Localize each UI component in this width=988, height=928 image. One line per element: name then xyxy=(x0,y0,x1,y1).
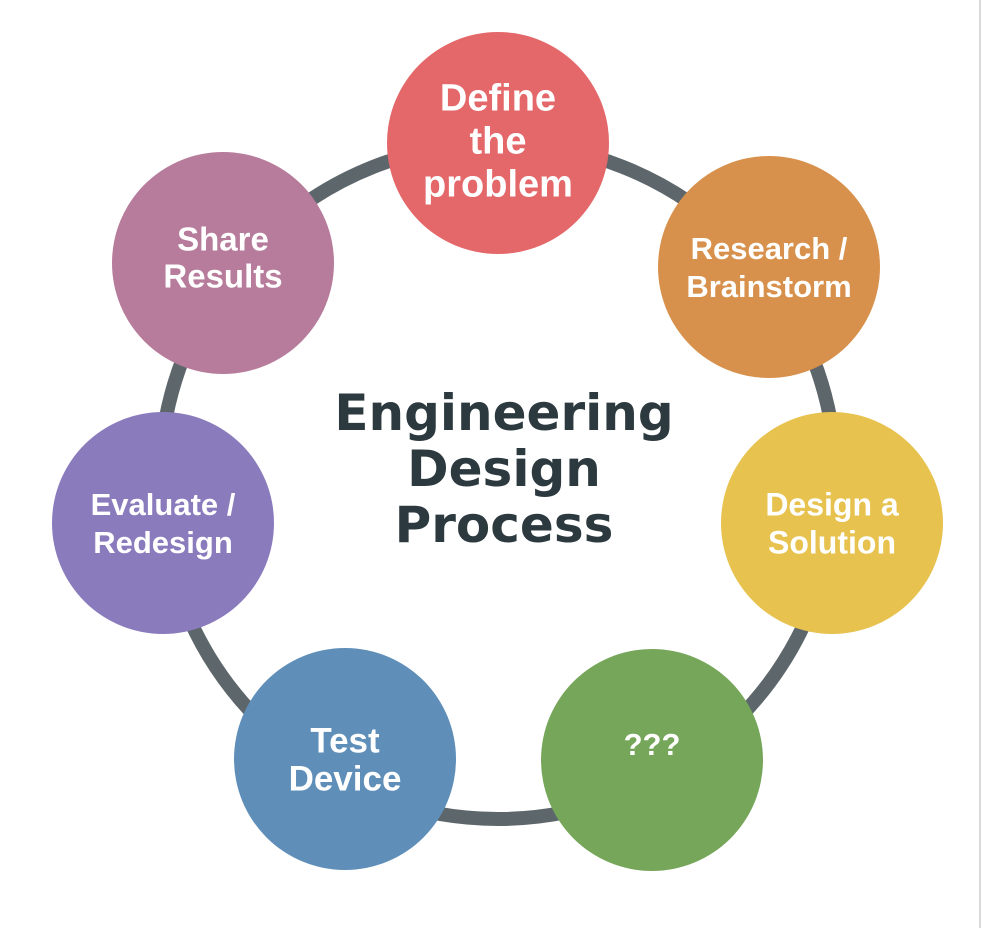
step-label-line: Brainstorm xyxy=(686,269,851,304)
frame-border xyxy=(979,0,981,928)
step-circle xyxy=(658,156,880,378)
step-circle xyxy=(234,648,456,870)
step-label-line: Results xyxy=(163,257,282,294)
step-label-line: Evaluate / xyxy=(91,487,236,522)
step-label-line: Device xyxy=(289,760,402,799)
step-node-4: ??? xyxy=(541,649,763,871)
step-label-line: the xyxy=(470,121,527,163)
step-circle xyxy=(721,412,943,634)
step-label-line: Redesign xyxy=(93,525,233,560)
step-label-line: ??? xyxy=(624,727,681,762)
step-node-2: Research /Brainstorm xyxy=(658,156,880,378)
step-label-line: problem xyxy=(423,164,573,206)
step-node-6: Evaluate /Redesign xyxy=(52,412,274,634)
step-label-line: Design a xyxy=(765,487,899,523)
step-circle xyxy=(541,649,763,871)
title-line-3: Process xyxy=(395,496,614,554)
step-circle xyxy=(387,32,609,254)
step-circle xyxy=(52,412,274,634)
step-label-line: Define xyxy=(440,78,556,120)
step-label-line: Research / xyxy=(691,231,848,266)
title-line-2: Design xyxy=(407,440,601,498)
step-label-line: Solution xyxy=(768,525,896,561)
step-circle xyxy=(112,152,334,374)
step-label-line: Test xyxy=(310,722,380,761)
step-label-line: Share xyxy=(177,220,269,257)
title-line-1: Engineering xyxy=(334,384,673,442)
center-title: Engineering Design Process xyxy=(334,384,673,554)
